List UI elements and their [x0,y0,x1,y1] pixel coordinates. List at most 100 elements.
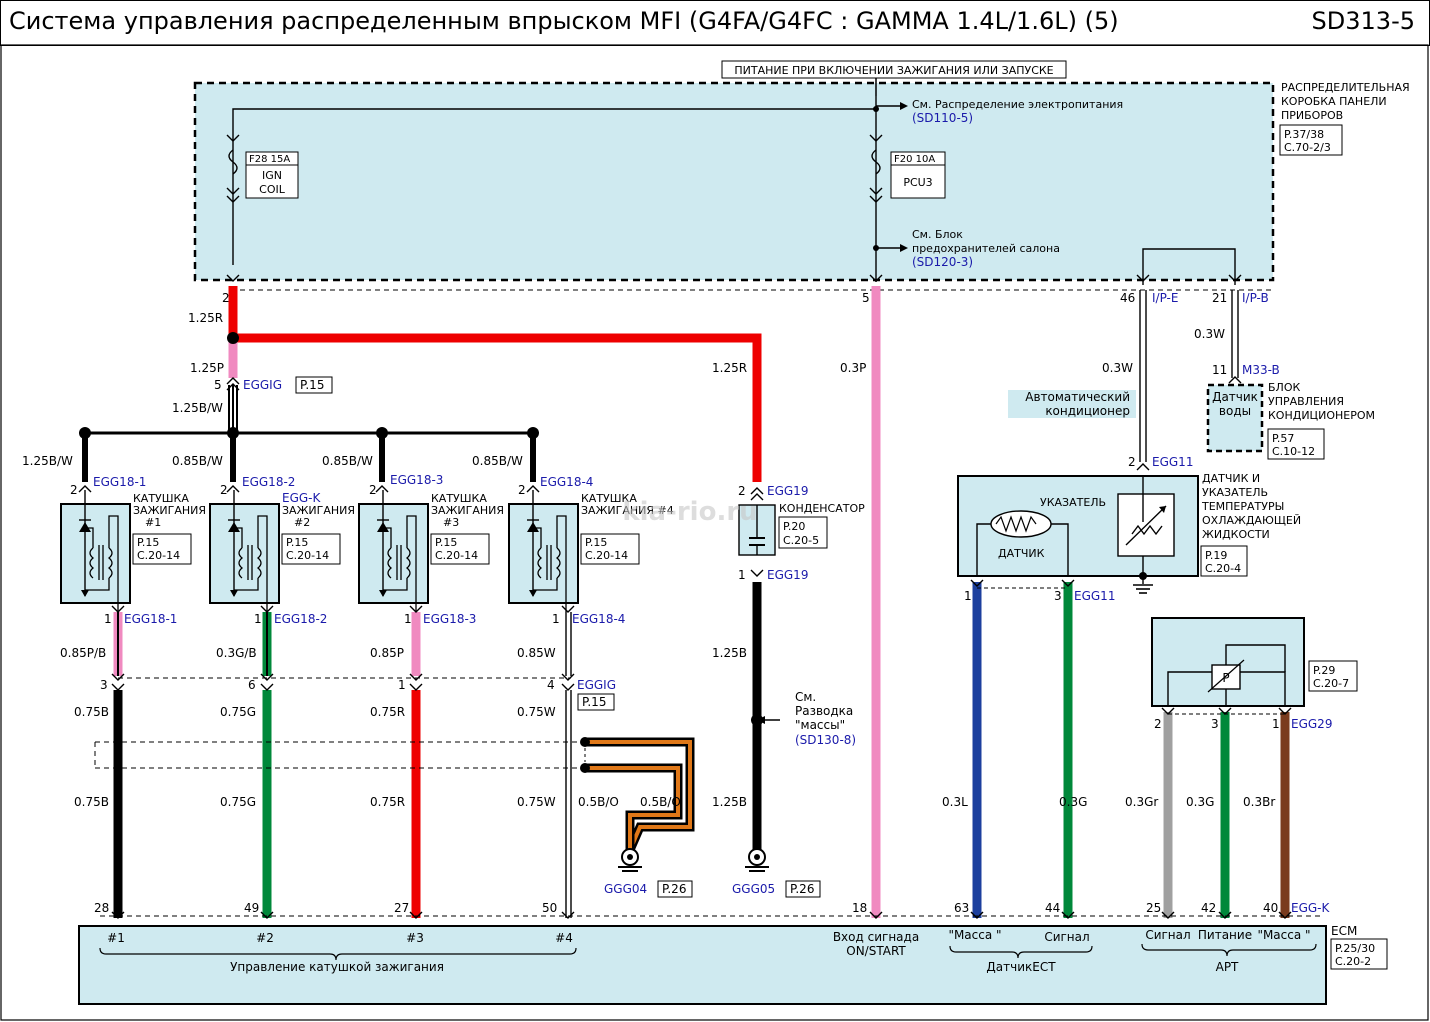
label-egg183b: EGG18-3 [423,612,476,626]
label-pin5a: 5 [214,378,222,392]
coil1-ref2: C.20-14 [137,549,180,562]
label-w05bo_a: 0.5B/O [578,795,619,809]
junction-ref2: C.70-2/3 [1284,141,1331,154]
ect-title-line1: ДАТЧИК И [1202,472,1260,485]
label-e40: 40 [1263,901,1278,915]
ect-title-line3: ТЕМПЕРАТУРЫ [1201,500,1284,513]
label-w03w_b: 0.3W [1102,361,1133,375]
coolant-temp-sensor: УКАЗАТЕЛЬ ДАТЧИК ДАТЧИК И УКАЗАТЕЛЬ ТЕМП… [957,463,1301,594]
wires [82,286,1290,918]
coil3-title-line2: ЗАЖИГАНИЯ [431,504,504,517]
label-bw2: 0.85B/W [172,454,223,468]
label-eggk_a: EGG-K [282,491,322,505]
coil1-title-line1: КАТУШКА [133,492,189,505]
label-c2p2: 2 [220,483,228,497]
fuse2-rating: F20 10A [894,154,935,165]
label-e44: 44 [1045,901,1060,915]
label-gnd_note2: Разводка [795,704,853,718]
ac-ctrl-line3: КОНДИЦИОНЕРОМ [1268,409,1375,422]
label-egg19b: EGG19 [767,568,808,582]
junction-ref1: P.37/38 [1284,128,1324,141]
fuse1-name-line1: IGN [262,169,282,182]
eggig-ref-2[interactable]: P.15 [582,695,606,709]
ecm: ECM P.25/30 C.20-2 #1 #2 #3 #4 Управлени… [78,911,1388,1005]
ecm-apt-group: APT [1216,960,1239,974]
apt-sensor: P P.29 C.20-7 [1151,617,1358,715]
label-w03w_a: 0.3W [1194,327,1225,341]
label-w125r_a: 1.25R [188,311,223,325]
ect-title-line2: УКАЗАТЕЛЬ [1202,486,1268,499]
label-w03gb: 0.3G/B [216,646,257,660]
label-gnd_note3: "массы" [795,718,845,732]
fuse1-name-line2: COIL [259,183,286,196]
auto-ac-line1: Автоматический [1025,390,1130,404]
label-w03g_a: 0.3G [1059,795,1087,809]
label-w125bw: 1.25B/W [172,401,223,415]
coil3-title-line1: КАТУШКА [431,492,487,505]
label-egg181b: EGG18-1 [124,612,177,626]
label-w05bo_b: 0.5B/O [640,795,681,809]
coil4-ref1: P.15 [585,536,607,549]
apt-symbol: P [1222,671,1229,685]
coil2-ref1: P.15 [286,536,308,549]
ggg04-ref[interactable]: P.26 [662,882,686,896]
label-e49: 49 [244,901,259,915]
ecm-pin-1: #1 [107,931,125,945]
label-w075b_a: 0.75B [74,705,109,719]
label-w125b_a: 1.25B [712,646,747,660]
label-j3: 3 [100,678,108,692]
label-m33b: M33-B [1242,363,1280,377]
ecm-pin-3: #3 [406,931,424,945]
label-w075g_a: 0.75G [220,705,256,719]
page-header: Система управления распределенным впрыск… [0,0,1430,46]
junction-title-line2: КОРОБКА ПАНЕЛИ [1281,95,1387,108]
coil4-title-line2: ЗАЖИГАНИЯ #4 [581,504,674,517]
label-egg11b: EGG11 [1074,589,1115,603]
coil3-ref1: P.15 [435,536,457,549]
note-fuse-ref[interactable]: (SD120-3) [912,255,973,269]
label-w085w: 0.85W [517,646,556,660]
ect-title-line4: ОХЛАЖДАЮЩЕЙ [1202,514,1301,527]
label-gnd_note1: См. [795,690,816,704]
condenser-ref2: C.20-5 [783,534,819,547]
label-egg184b: EGG18-4 [572,612,625,626]
auto-ac-label-bg [1008,390,1136,418]
gauge-label: УКАЗАТЕЛЬ [1040,496,1106,509]
auto-ac-line2: кондиционер [1045,404,1130,418]
label-egg183a: EGG18-3 [390,473,443,487]
label-w125b_b: 1.25B [712,795,747,809]
coil1-title-line2: ЗАЖИГАНИЯ [133,504,206,517]
label-bw4: 0.85B/W [472,454,523,468]
ecm-ect-group: ДатчикECT [986,960,1056,974]
label-c1p1: 1 [104,612,112,626]
ac-ctrl-ref-box [1267,428,1325,460]
ecm-signal-line1: Вход сигнада [833,930,919,944]
label-egg11a: EGG11 [1152,455,1193,469]
watermark: kia-rio.ru [622,497,757,527]
label-w075w_a: 0.75W [517,705,556,719]
label-w125r_b: 1.25R [712,361,747,375]
water-sensor-box [1206,383,1264,453]
water-sensor-line2: воды [1219,404,1251,418]
ignition-coil-2: ЗАЖИГАНИЯ#2P.15C.20-14 [209,490,355,612]
fuse1-rating: F28 15A [249,154,290,165]
label-ggg04: GGG04 [604,882,647,896]
diagram-border [0,44,1429,1021]
ecm-ref2: C.20-2 [1335,955,1371,968]
ecm-ect-signal: Сигнал [1044,930,1089,944]
ecm-apt-power: Питание [1198,928,1252,942]
ecm-pin-2: #2 [256,931,274,945]
ggg05-ref[interactable]: P.26 [790,882,814,896]
eggig-ref[interactable]: P.15 [300,378,324,392]
condenser-title: КОНДЕНСАТОР [779,502,865,515]
note-power-ref[interactable]: (SD110-5) [912,111,973,125]
label-apt2: 2 [1154,717,1162,731]
label-e42: 42 [1201,901,1216,915]
label-w075r_b: 0.75R [370,795,405,809]
note-power: См. Распределение электропитания [912,98,1123,111]
label-c3p1: 1 [404,612,412,626]
label-e27: 27 [394,901,409,915]
